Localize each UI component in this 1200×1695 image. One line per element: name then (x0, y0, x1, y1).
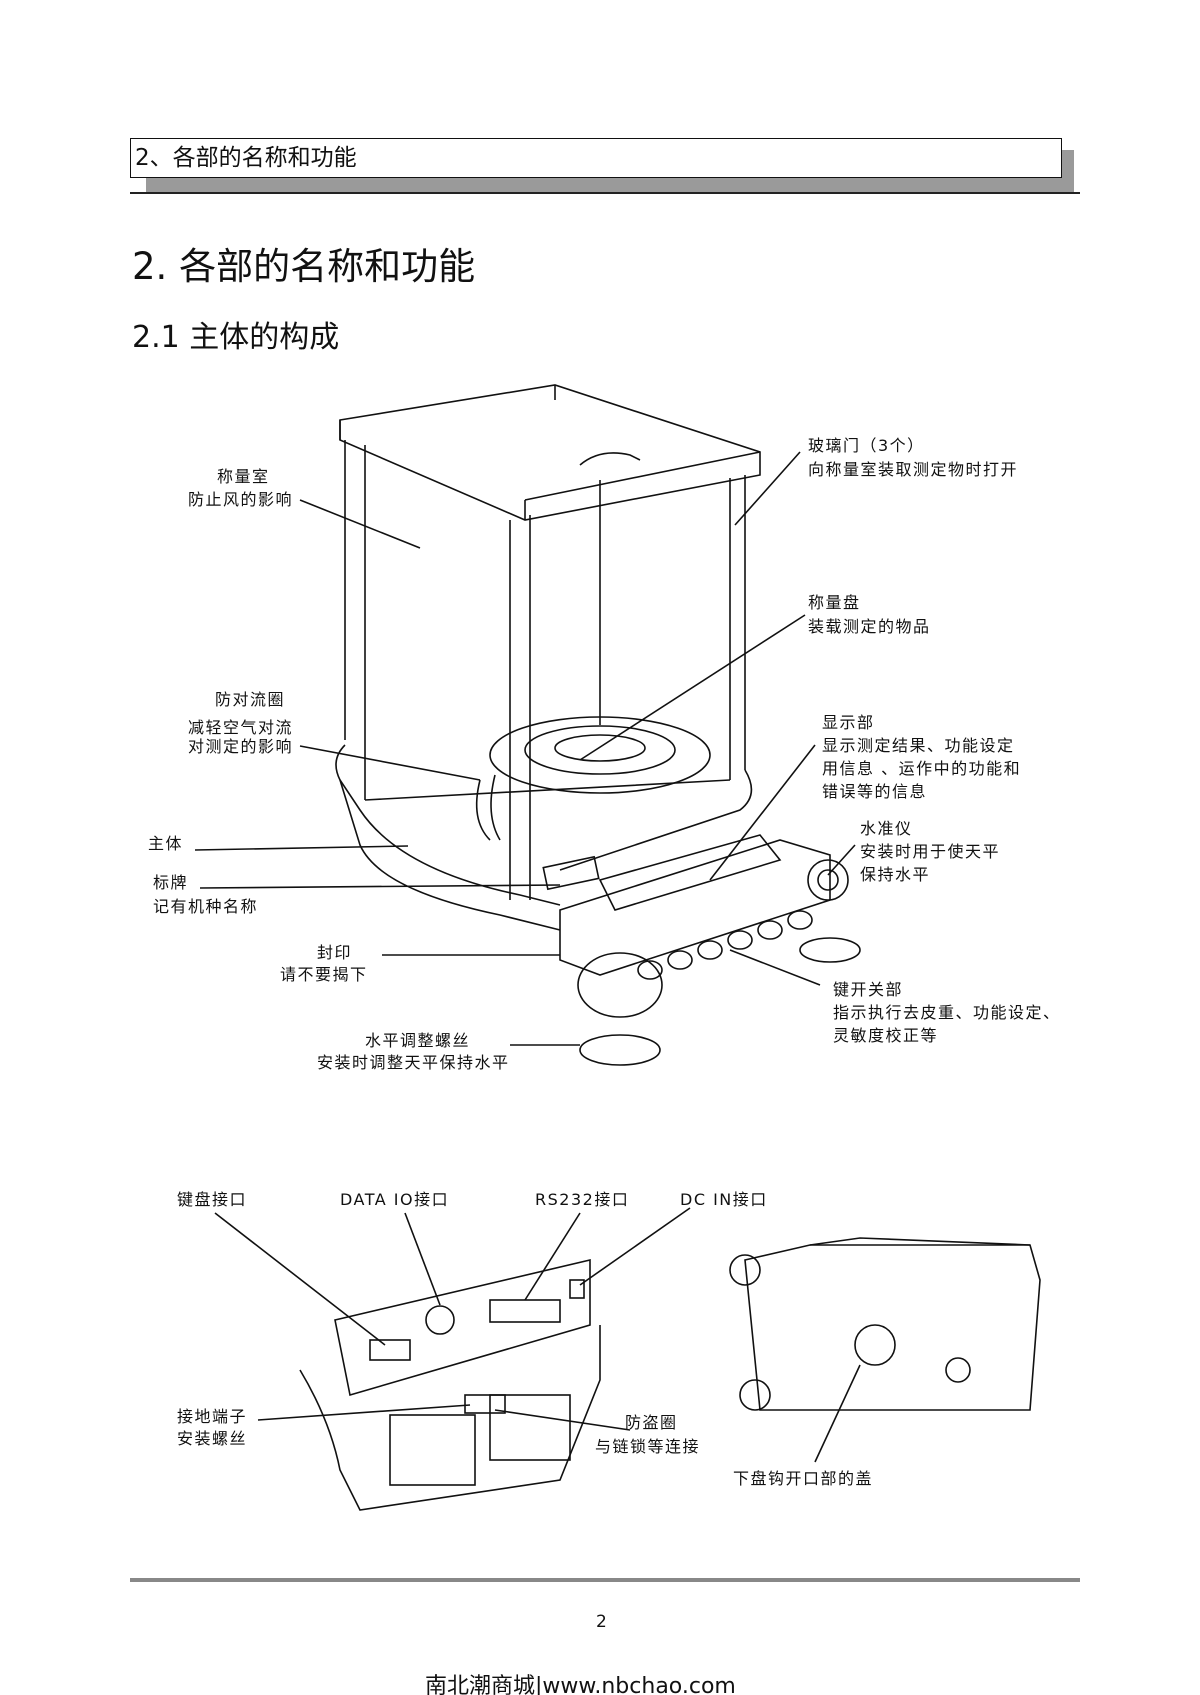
label-keyboard-port: 键盘接口 (177, 1190, 248, 1209)
label-level-desc1: 安装时用于使天平 (860, 842, 1001, 861)
running-header: 2、各部的名称和功能 (130, 138, 1062, 178)
label-seal: 封印 (317, 943, 353, 962)
label-keys-desc1: 指示执行去皮重、功能设定、 (833, 1003, 1061, 1022)
label-rs232-port: RS232接口 (535, 1190, 630, 1209)
label-display: 显示部 (822, 713, 875, 732)
label-foot: 水平调整螺丝 (365, 1031, 471, 1050)
label-antitheft: 防盗圈 (625, 1413, 678, 1432)
subsection-title: 2.1 主体的构成 (132, 320, 340, 355)
label-chamber: 称量室 (217, 467, 270, 486)
label-plate-desc: 记有机种名称 (153, 897, 259, 916)
label-pan: 称量盘 (808, 593, 861, 612)
label-body: 主体 (148, 834, 184, 853)
label-chamber-desc: 防止风的影响 (188, 490, 294, 509)
label-display-desc1: 显示测定结果、功能设定 (822, 736, 1015, 755)
label-ring-desc2: 对测定的影响 (188, 737, 294, 756)
label-keys-desc2: 灵敏度校正等 (833, 1026, 939, 1045)
label-pan-desc: 装载测定的物品 (808, 617, 931, 636)
label-display-desc2: 用信息 、运作中的功能和 (822, 759, 1022, 778)
label-door: 玻璃门（3个） (808, 436, 925, 455)
label-door-desc: 向称量室装取测定物时打开 (808, 460, 1019, 479)
header-rule (130, 192, 1080, 194)
footer-watermark: 南北潮商城|www.nbchao.com (425, 1674, 736, 1695)
page-number: 2 (596, 1612, 607, 1632)
label-ground-desc: 安装螺丝 (177, 1429, 248, 1448)
label-hook-cover: 下盘钩开口部的盖 (733, 1469, 874, 1488)
label-display-desc3: 错误等的信息 (822, 782, 928, 801)
label-data-io-port: DATA IO接口 (340, 1190, 450, 1209)
section-title: 2. 各部的名称和功能 (132, 245, 476, 288)
label-plate: 标牌 (153, 873, 189, 892)
label-ring: 防对流圈 (215, 690, 286, 709)
label-keys: 键开关部 (833, 980, 904, 999)
label-level: 水准仪 (860, 819, 913, 838)
label-seal-desc: 请不要揭下 (280, 965, 368, 984)
label-foot-desc: 安装时调整天平保持水平 (317, 1053, 510, 1072)
footer-rule (130, 1578, 1080, 1582)
label-ground: 接地端子 (177, 1407, 248, 1426)
label-antitheft-desc: 与链锁等连接 (595, 1437, 701, 1456)
label-dc-in-port: DC IN接口 (680, 1190, 768, 1209)
label-ring-desc1: 减轻空气对流 (188, 718, 294, 737)
label-level-desc2: 保持水平 (860, 865, 931, 884)
